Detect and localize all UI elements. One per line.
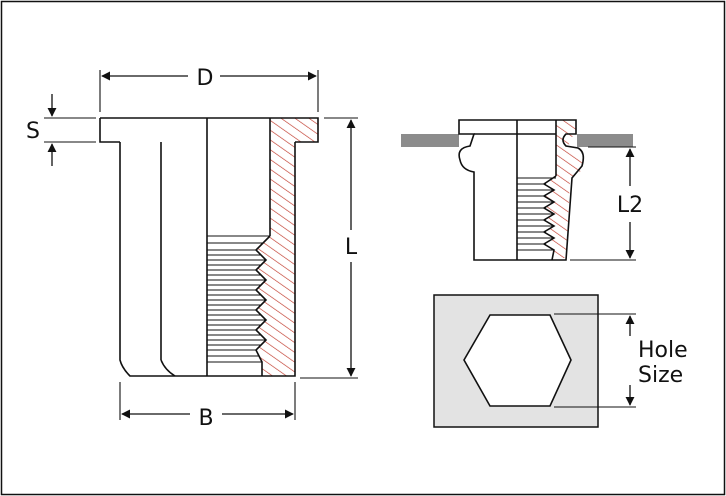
dim-label-b: B — [198, 406, 213, 431]
dim-label-d: D — [197, 66, 214, 91]
hole-size-label-line1: Hole — [638, 338, 688, 363]
hatched-wall — [256, 118, 318, 376]
flange-outline — [99, 117, 319, 143]
body-bottom-curve — [160, 359, 176, 377]
installed-view: L2 — [401, 119, 643, 261]
hole-size-view: Hole Size — [433, 294, 688, 428]
thread-lines — [207, 235, 271, 376]
dim-label-s: S — [26, 119, 40, 144]
installed-outline — [458, 119, 585, 261]
dim-label-l2: L2 — [617, 193, 643, 218]
hole-size-label-line2: Size — [638, 363, 683, 388]
main-section-view: D S L B — [26, 66, 358, 431]
panel-right — [577, 134, 633, 147]
panel-left — [401, 134, 459, 147]
dim-label-l: L — [345, 235, 358, 260]
body-outline — [119, 142, 296, 377]
hex-hole — [463, 314, 572, 407]
installed-threads — [517, 175, 557, 261]
installed-hatch — [544, 120, 582, 258]
